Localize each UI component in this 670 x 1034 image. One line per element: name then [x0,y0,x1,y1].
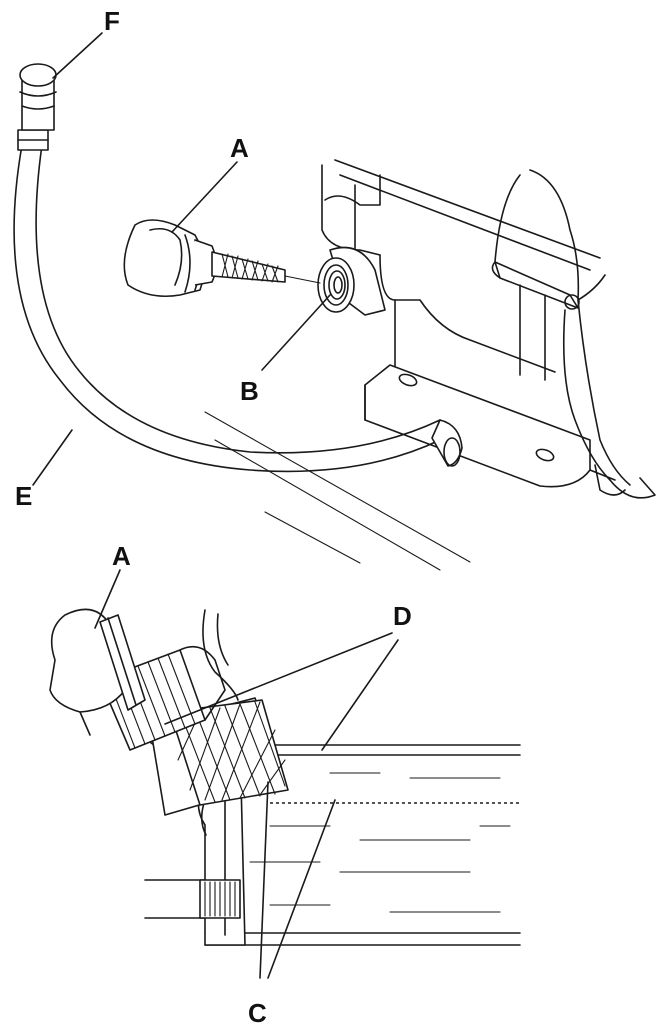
label-f: F [104,6,120,36]
drain-plug-top [123,219,321,298]
threaded-boss [317,246,386,316]
label-d: D [393,601,412,631]
oil-lines [249,772,511,913]
label-a-bottom: A [112,541,131,571]
drain-hose [13,63,463,473]
floor-lines [204,411,471,571]
drain-plug-bottom [49,608,146,736]
label-e: E [15,481,32,511]
engine-housing [321,159,656,499]
label-a-top: A [230,133,249,163]
label-c: C [248,998,267,1028]
top-illustration: F A B E [13,6,656,571]
tank-walls [144,609,521,946]
label-b: B [240,376,259,406]
leader-lines-bottom [94,569,399,979]
leader-lines-top [32,32,331,486]
bottom-cross-section: A D C [49,541,521,1028]
